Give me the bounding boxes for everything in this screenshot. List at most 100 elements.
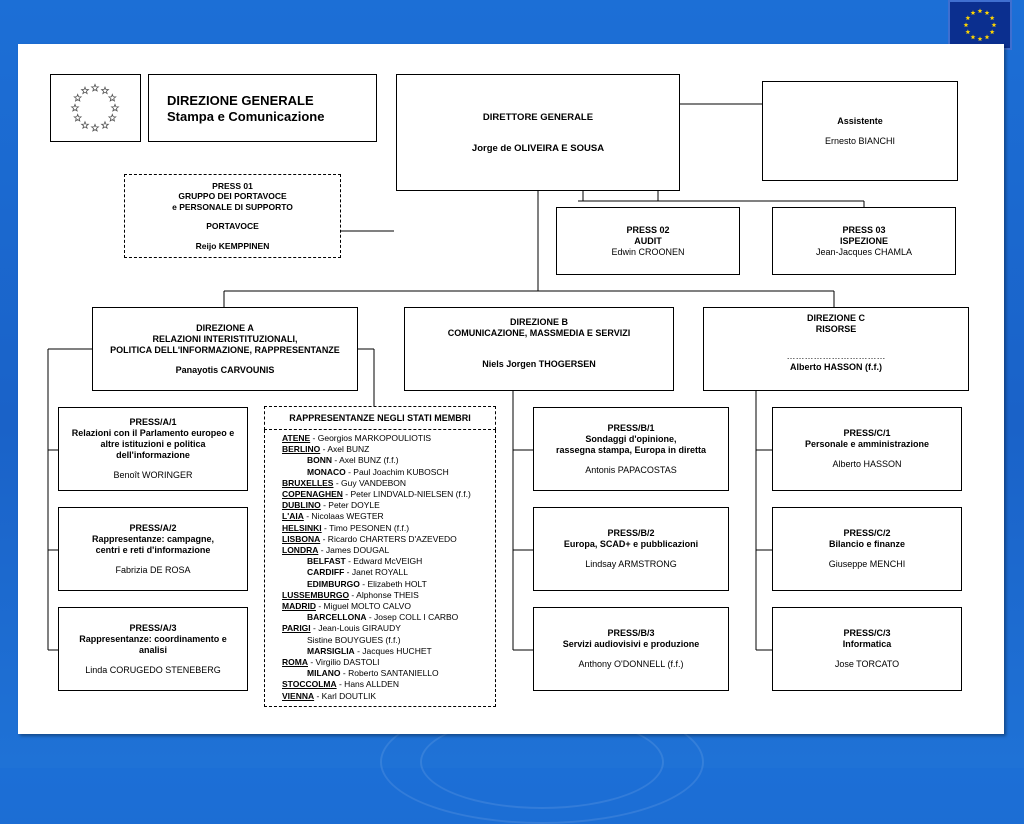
press-b2-box: PRESS/B/2 Europa, SCAD+ e pubblicazioni … [533, 507, 729, 591]
rappresentanza-city: STOCCOLMA [282, 679, 337, 690]
header-line1: DIREZIONE GENERALE [167, 93, 314, 108]
press02-box: PRESS 02 AUDIT Edwin CROONEN [556, 207, 740, 275]
dir-b-line1: COMUNICAZIONE, MASSMEDIA E SERVIZI [447, 328, 631, 338]
eu-stars-icon [963, 8, 997, 42]
rappresentanza-row: COPENAGHEN - Peter LINDVALD-NIELSEN (f.f… [282, 489, 495, 500]
rappresentanza-city: COPENAGHEN [282, 489, 343, 500]
rappresentanza-city: BARCELLONA [307, 612, 367, 623]
rappresentanza-row: MONACO - Paul Joachim KUBOSCH [282, 467, 495, 478]
b2-code: PRESS/B/2 [607, 528, 655, 538]
dir-c-code: DIREZIONE C [806, 313, 865, 323]
b1-code: PRESS/B/1 [607, 422, 655, 433]
dir-c-line1: RISORSE [815, 324, 857, 334]
rappresentanza-row: HELSINKI - Timo PESONEN (f.f.) [282, 523, 495, 534]
rappresentanza-row: CARDIFF - Janet ROYALL [282, 567, 495, 578]
star-icon [965, 15, 971, 21]
a3-line1: Rappresentanze: coordinamento e [79, 633, 227, 644]
dir-c-dots: …………………………… [786, 351, 886, 361]
b1-name: Antonis PAPACOSTAS [585, 464, 677, 475]
rappresentanza-name: - Edward McVEIGH [345, 556, 423, 567]
rappresentanza-name: - Paul Joachim KUBOSCH [345, 466, 449, 477]
press02-code: PRESS 02 [626, 224, 670, 235]
rappresentanza-city: PARIGI [282, 623, 311, 634]
rappresentanza-name: - James DOUGAL [318, 545, 390, 556]
rappresentanza-row: BARCELLONA - Josep COLL I CARBO [282, 612, 495, 623]
press03-name: Jean-Jacques CHAMLA [815, 246, 913, 257]
b2-line1: Europa, SCAD+ e pubblicazioni [563, 539, 699, 549]
org-chart-slide: DIREZIONE GENERALE Stampa e Comunicazion… [18, 44, 1004, 734]
rappresentanza-row: MILANO - Roberto SANTANIELLO [282, 668, 495, 679]
rappresentanza-city: VIENNA [282, 690, 315, 701]
a2-line1: Rappresentanze: campagne, [91, 533, 215, 544]
b1-line1: Sondaggi d'opinione, [585, 433, 677, 444]
rappresentanza-city: BERLINO [282, 444, 321, 455]
star-icon [963, 22, 969, 28]
rappresentanza-row: LISBONA - Ricardo CHARTERS D'AZEVEDO [282, 534, 495, 545]
rappresentanza-city: MILANO [307, 668, 341, 679]
rappresentanza-name: - Alphonse THEIS [349, 589, 419, 600]
press01-line2: e PERSONALE DI SUPPORTO [172, 201, 293, 212]
star-icon [70, 103, 80, 112]
press01-role: PORTAVOCE [206, 221, 259, 232]
c2-code: PRESS/C/2 [843, 528, 891, 538]
a1-code: PRESS/A/1 [129, 417, 177, 427]
a2-line2: centri e reti d'informazione [95, 544, 211, 555]
rappresentanza-city: ROMA [282, 657, 308, 668]
rappresentanza-row: L'AIA - Nicolaas WEGTER [282, 511, 495, 522]
rappresentanza-name: - Axel BUNZ [320, 444, 370, 455]
rappresentanza-name: - Elizabeth HOLT [359, 578, 427, 589]
c1-line1: Personale e amministrazione [804, 439, 930, 449]
direzione-b-box: DIREZIONE B COMUNICAZIONE, MASSMEDIA E S… [404, 307, 674, 391]
c3-code: PRESS/C/3 [843, 628, 891, 638]
rappresentanza-name: - Georgios MARKOPOULIOTIS [310, 433, 432, 443]
press01-name: Reijo KEMPPINEN [195, 240, 270, 251]
rappresentanza-city: ATENE [282, 433, 311, 443]
b1-line2: rassegna stampa, Europa in diretta [555, 444, 707, 455]
rappresentanza-row: Sistine BOUYGUES (f.f.) [282, 635, 495, 646]
a2-name: Fabrizia DE ROSA [115, 564, 191, 575]
press-a2-box: PRESS/A/2 Rappresentanze: campagne, cent… [58, 507, 248, 591]
press01-line1: GRUPPO DEI PORTAVOCE [178, 191, 287, 202]
rappresentanza-name: - Axel BUNZ (f.f.) [332, 455, 399, 466]
assistente-title: Assistente [837, 115, 883, 126]
press-b1-box: PRESS/B/1 Sondaggi d'opinione, rassegna … [533, 407, 729, 491]
dir-a-line2: POLITICA DELL'INFORMAZIONE, RAPPRESENTAN… [110, 344, 340, 355]
rappresentanza-row: BONN - Axel BUNZ (f.f.) [282, 455, 495, 466]
a1-line3: dell'informazione [116, 450, 190, 460]
rappresentanza-name: - Roberto SANTANIELLO [340, 668, 439, 679]
header-line2: Stampa e Comunicazione [167, 109, 325, 124]
star-icon [970, 10, 976, 15]
assistente-name: Ernesto BIANCHI [824, 135, 896, 146]
rappresentanza-city: HELSINKI [282, 522, 322, 533]
rappresentanza-row: PARIGI - Jean-Louis GIRAUDY [282, 623, 495, 634]
press-a3-box: PRESS/A/3 Rappresentanze: coordinamento … [58, 607, 248, 691]
rappresentanza-row: MADRID - Miguel MOLTO CALVO [282, 601, 495, 612]
direzione-c-box: DIREZIONE C RISORSE …………………………… Alberto … [703, 307, 969, 391]
dir-a-name: Panayotis CARVOUNIS [175, 364, 275, 375]
c2-line1: Bilancio e finanze [828, 539, 906, 549]
rappresentanza-name: - Nicolaas WEGTER [303, 511, 384, 522]
rappresentanza-city: MONACO [307, 466, 346, 477]
rappresentanza-city: LONDRA [282, 545, 319, 556]
dir-a-line1: RELAZIONI INTERISTITUZIONALI, [152, 333, 298, 344]
direzione-a-box: DIREZIONE A RELAZIONI INTERISTITUZIONALI… [92, 307, 358, 391]
c2-name: Giuseppe MENCHI [828, 559, 906, 569]
star-icon [107, 93, 117, 102]
star-icon [73, 93, 83, 102]
dg-title: DIRETTORE GENERALE [482, 111, 594, 123]
star-icon [984, 10, 990, 15]
header-title: DIREZIONE GENERALE Stampa e Comunicazion… [148, 74, 377, 142]
star-icon [110, 103, 120, 112]
press03-code: PRESS 03 [842, 224, 886, 235]
rappresentanza-city: BELFAST [307, 556, 346, 567]
rappresentanza-row: MARSIGLIA - Jacques HUCHET [282, 646, 495, 657]
a1-line2: altre istituzioni e politica [100, 439, 206, 449]
rappresentanza-city: BRUXELLES [282, 477, 334, 488]
dg-name: Jorge de OLIVEIRA E SOUSA [471, 142, 605, 154]
rappresentanza-row: LONDRA - James DOUGAL [282, 545, 495, 556]
rappresentanza-city: EDIMBURGO [307, 578, 360, 589]
c3-name: Jose TORCATO [834, 659, 900, 669]
rappresentanza-city: LISBONA [282, 533, 321, 544]
press02-title: AUDIT [634, 235, 662, 246]
star-icon [989, 29, 995, 35]
